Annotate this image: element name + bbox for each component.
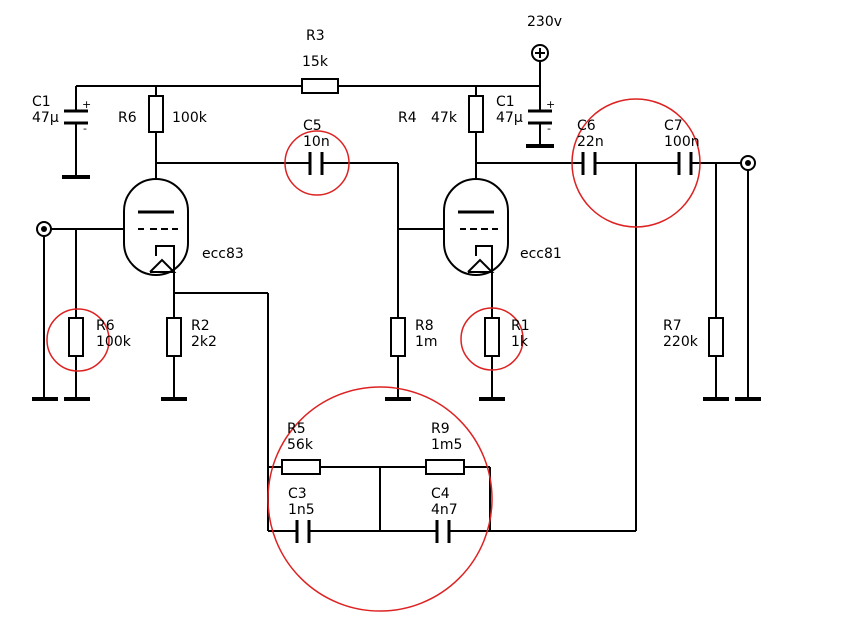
r9-value: 1m5 [431,437,462,453]
r2-value: 2k2 [191,334,217,350]
c1-right-minus: - [547,122,551,135]
c6-value: 22n [577,134,604,150]
resistor-r4 [468,95,484,133]
resistor-r6-anode [148,95,164,133]
r7-ref: R7 [663,318,682,334]
r6-anode-ref: R6 [118,110,137,126]
r9-ref: R9 [431,421,450,437]
r7-value: 220k [663,334,699,350]
r4-value: 47k [431,110,458,126]
resistor-r7 [708,317,724,357]
highlight-r1 [460,307,524,371]
r6-grid-value: 100k [96,334,132,350]
tube-v2-envelope-icon [443,178,509,276]
c1-left-plus: + [82,98,91,111]
r6-grid-ref: R6 [96,318,115,334]
c6-ref: C6 [577,118,596,134]
polarity-marks: + - + - [82,98,555,135]
labels: 230v R3 15k C1 47µ R6 100k R4 47k C1 47µ… [32,14,700,518]
r3-value: 15k [302,54,329,70]
capacitor-c6 [581,152,597,175]
highlight-tone-network [267,386,493,612]
tube-v1-envelope-icon [123,178,189,276]
c4-value: 4n7 [431,502,458,518]
highlight-c5 [284,130,350,196]
c1-right-value: 47µ [496,110,523,126]
c1-left-minus: - [83,122,87,135]
tube-v2-label: ecc81 [520,246,562,262]
resistor-r8 [390,317,406,357]
c1-right-plus: + [546,98,555,111]
r1-value: 1k [511,334,529,350]
resistor-r3 [301,78,339,94]
c4-ref: C4 [431,486,450,502]
c1-left-ref: C1 [32,94,51,110]
supply-label: 230v [527,14,562,30]
capacitor-c3 [295,520,311,543]
tube-v1-label: ecc83 [202,246,244,262]
r2-ref: R2 [191,318,210,334]
tube-v1 [123,178,189,276]
r5-ref: R5 [287,421,306,437]
c3-value: 1n5 [288,502,315,518]
c5-ref: C5 [303,118,322,134]
highlight-circles [46,98,701,612]
highlight-r6-grid [46,308,110,372]
resistor-r6-grid [68,317,84,357]
c3-ref: C3 [288,486,307,502]
capacitor-c1-left [64,104,88,130]
ground-symbols [32,144,761,401]
r1-ref: R1 [511,318,530,334]
capacitor-c1-right [528,104,552,130]
r8-ref: R8 [415,318,434,334]
supply-terminal [531,44,549,62]
c5-value: 10n [303,134,330,150]
resistor-r1 [484,317,500,357]
output-jack [740,155,756,171]
resistor-r5 [281,459,321,475]
c1-left-value: 47µ [32,110,59,126]
capacitor-c7 [677,152,693,175]
c7-value: 100n [664,134,700,150]
r3-ref: R3 [306,28,325,44]
c1-right-ref: C1 [496,94,515,110]
capacitor-c5 [302,152,330,175]
r6-anode-value: 100k [172,110,208,126]
r4-ref: R4 [398,110,417,126]
r8-value: 1m [415,334,438,350]
highlight-c6-c7 [571,98,701,228]
capacitors [64,104,693,543]
input-jack [36,221,52,237]
resistor-r9 [425,459,465,475]
r5-value: 56k [287,437,314,453]
resistor-r2 [166,317,182,357]
resistors [68,78,724,475]
tube-v2 [443,178,509,276]
c7-ref: C7 [664,118,683,134]
capacitor-c4 [435,520,451,543]
